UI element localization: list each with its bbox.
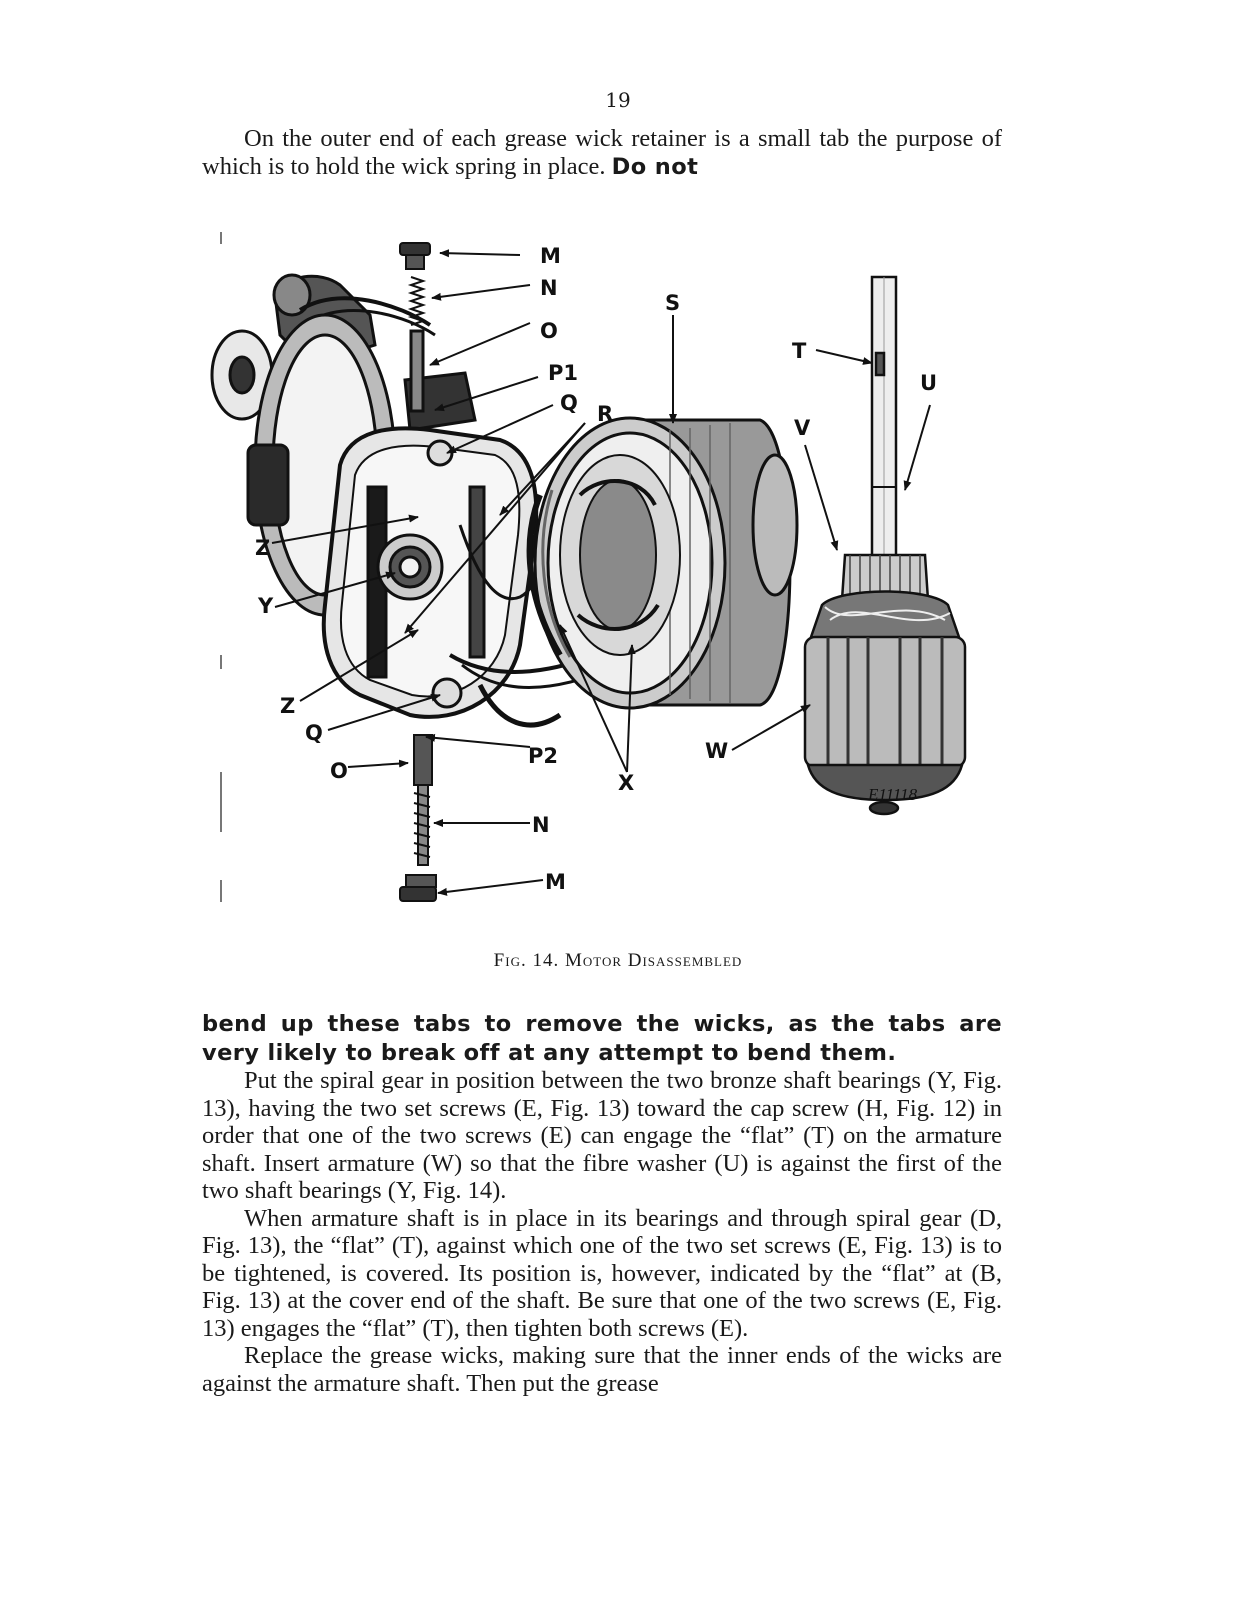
- paragraph: Replace the grease wicks, making sure th…: [202, 1342, 1002, 1397]
- motor-housing: [210, 273, 621, 728]
- label-O-bottom: O: [330, 759, 348, 783]
- paragraph: When armature shaft is in place in its b…: [202, 1204, 1002, 1342]
- top-paragraph-bold: Do not: [611, 153, 699, 180]
- label-R: R: [597, 402, 613, 426]
- motor-illustration: M N O P1 Q R S T U V Z Y Z Q O P2 X W N …: [210, 242, 967, 902]
- page-number: 19: [605, 88, 631, 112]
- body-text: bend up these tabs to remove the wicks, …: [202, 1010, 1002, 1397]
- label-W: W: [705, 739, 728, 763]
- margin-mark: [220, 880, 222, 902]
- motor-disassembled-figure: M N O P1 Q R S T U V Z Y Z Q O P2 X W N …: [200, 225, 1000, 925]
- label-S: S: [665, 291, 680, 315]
- callout-arrows: [271, 249, 931, 896]
- label-M-bottom: M: [545, 870, 566, 894]
- top-paragraph-text: On the outer end of each grease wick ret…: [202, 125, 1002, 180]
- margin-mark: [220, 772, 222, 832]
- label-O-top: O: [540, 319, 558, 343]
- margin-mark: [220, 655, 222, 669]
- label-Q-top: Q: [560, 391, 578, 415]
- margin-mark: [220, 232, 222, 244]
- label-N-bottom: N: [532, 813, 550, 837]
- field-coil: [526, 416, 799, 710]
- label-M-top: M: [540, 244, 561, 268]
- paragraph: Put the spiral gear in position between …: [202, 1067, 1002, 1204]
- label-Y: Y: [257, 594, 274, 618]
- bold-continuation: bend up these tabs to remove the wicks, …: [202, 1011, 1002, 1066]
- label-Q-bottom: Q: [305, 721, 323, 745]
- label-Z-bottom: Z: [280, 694, 295, 718]
- bottom-screw-assembly: [399, 734, 437, 902]
- label-P2: P2: [528, 744, 558, 768]
- label-V: V: [794, 416, 811, 440]
- label-P1: P1: [548, 361, 578, 385]
- top-paragraph: On the outer end of each grease wick ret…: [202, 125, 1002, 181]
- label-N-top: N: [540, 276, 558, 300]
- label-U: U: [920, 371, 937, 395]
- figure-caption: Fig. 14. Motor Disassembled: [493, 950, 743, 971]
- armature: [803, 275, 967, 816]
- label-Z-top: Z: [255, 536, 270, 560]
- top-screw-assembly: [399, 242, 431, 326]
- label-X: X: [618, 771, 634, 795]
- label-T: T: [792, 339, 807, 363]
- figure-code: E11118: [867, 785, 918, 804]
